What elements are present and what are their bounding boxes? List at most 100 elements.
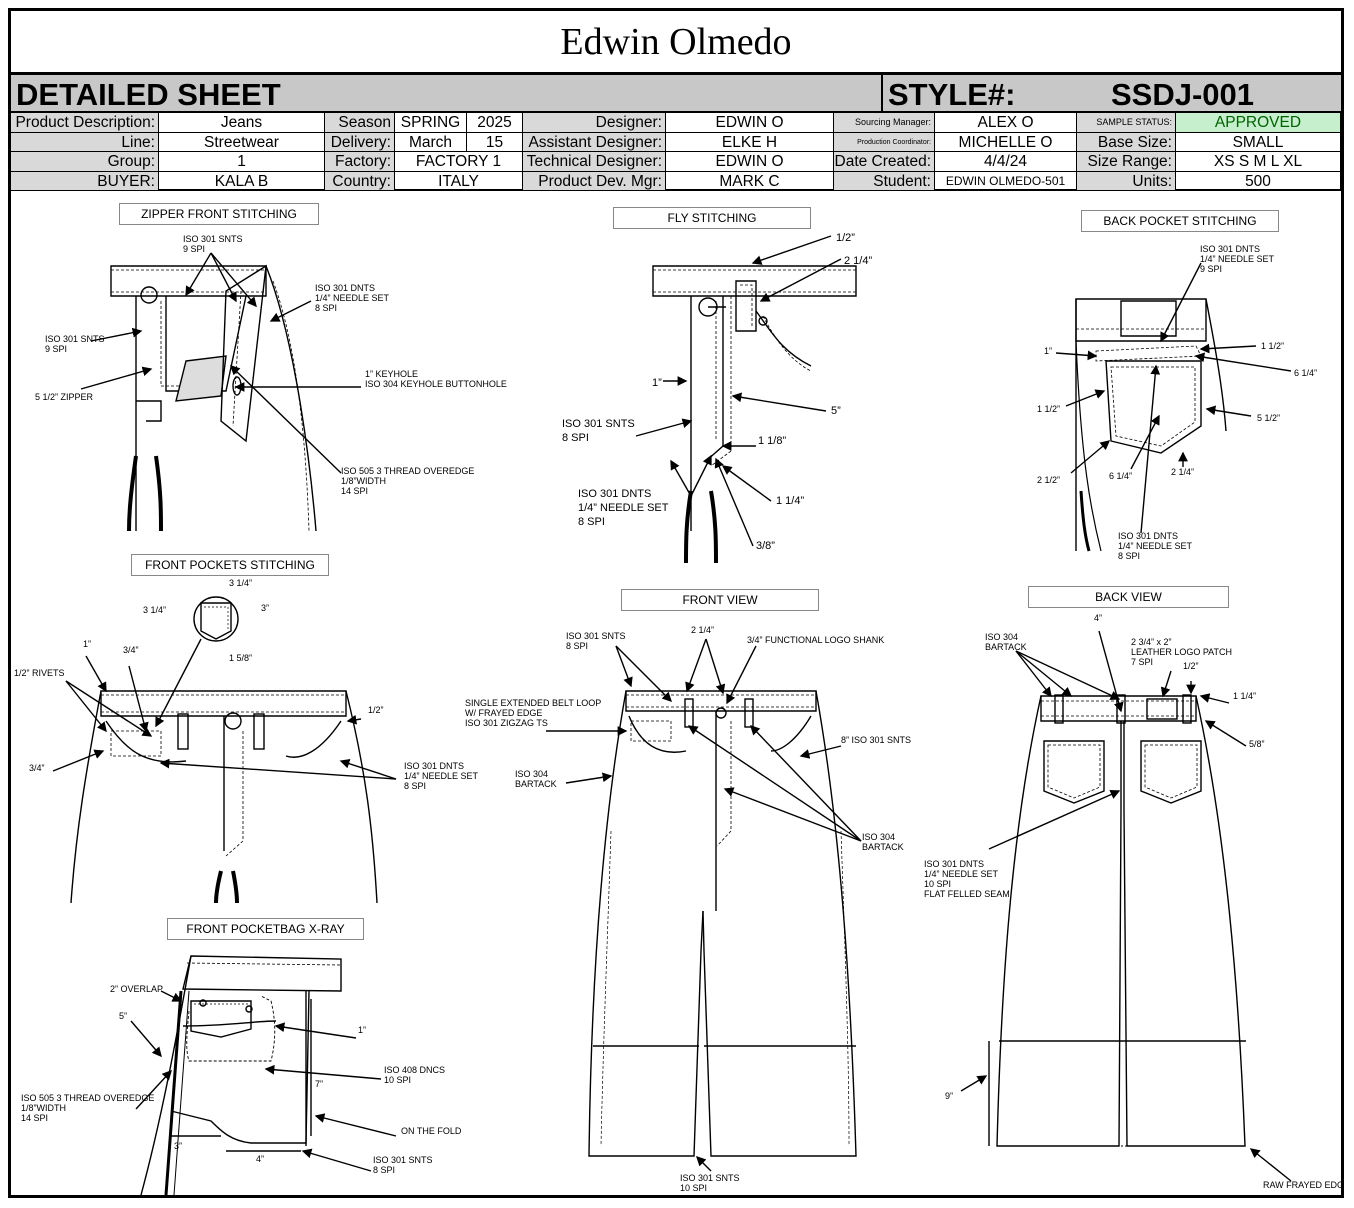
value-season-year: 2025 <box>467 113 523 133</box>
note-back-view: RAW FRAYED EDGE <box>1263 1180 1344 1190</box>
value-product-description: Jeans <box>159 113 325 133</box>
note-back-pocket: 2 1/4” <box>1171 467 1195 477</box>
note-back-view: 2 3/4” x 2” LEATHER LOGO PATCH 7 SPI <box>1131 637 1233 667</box>
note-fly: 1/2” <box>836 232 855 244</box>
note-back-pocket: 1 1/2” <box>1037 404 1061 414</box>
note-zipper: ISO 301 DNTS 1/4” NEEDLE SET 8 SPI <box>315 283 390 313</box>
designer-name: Edwin Olmedo <box>560 20 792 63</box>
back-view-drawing <box>960 630 1292 1182</box>
panel-title-pocketbag: FRONT POCKETBAG X-RAY <box>167 918 364 940</box>
panel-title-back-view: BACK VIEW <box>1028 586 1229 608</box>
value-delivery-month: March <box>395 132 467 152</box>
note-fly: 1” <box>652 377 662 389</box>
label-sample-status: SAMPLE STATUS: <box>1077 113 1176 133</box>
note-front-view: SINGLE EXTENDED BELT LOOP W/ FRAYED EDGE… <box>465 698 602 728</box>
note-pocketbag: ISO 408 DNCS 10 SPI <box>384 1065 446 1085</box>
note-pocketbag: 3” <box>174 1141 183 1151</box>
note-pocketbag: 4” <box>256 1154 265 1164</box>
note-pocketbag: ISO 301 SNTS 8 SPI <box>373 1155 433 1175</box>
panel-title-front-view: FRONT VIEW <box>621 589 819 611</box>
value-sample-status: APPROVED <box>1176 113 1341 133</box>
value-sourcing-manager: ALEX O <box>935 113 1077 133</box>
note-back-view: 5/8” <box>1249 739 1265 749</box>
note-front-view: 3/4” FUNCTIONAL LOGO SHANK <box>747 635 885 645</box>
title-bar: DETAILED SHEET STYLE#: SSDJ-001 <box>11 75 1341 113</box>
note-front-view: 2 1/4” <box>691 625 715 635</box>
note-fly: 3/8” <box>756 540 775 552</box>
note-front-pockets: ISO 301 DNTS 1/4” NEEDLE SET 8 SPI <box>404 761 479 791</box>
style-label: STYLE#: <box>888 77 1016 112</box>
label-product-description: Product Description: <box>11 113 159 133</box>
note-pocketbag: 7” <box>315 1079 324 1089</box>
technical-drawings-area: ZIPPER FRONT STITCHING FLY STITCHING BAC… <box>11 191 1341 1195</box>
fly-stitching-drawing <box>635 235 857 564</box>
value-assistant-designer: ELKE H <box>666 132 834 152</box>
note-front-pockets: 3” <box>261 603 270 613</box>
note-front-pockets: 1 5/8” <box>229 653 253 663</box>
note-back-view: 9” <box>945 1091 954 1101</box>
label-production-coordinator: Production Coordinator: <box>834 132 935 152</box>
note-back-view: ISO 301 DNTS 1/4” NEEDLE SET 10 SPI FLAT… <box>924 859 1010 899</box>
info-table: Product Description: Jeans Season SPRING… <box>11 113 1341 191</box>
note-front-pockets: 1” <box>83 639 92 649</box>
note-fly: ISO 301 DNTS 1/4” NEEDLE SET 8 SPI <box>578 488 669 528</box>
note-front-pockets: 3 1/4” <box>143 605 167 615</box>
panel-title-fly: FLY STITCHING <box>613 207 811 229</box>
note-pocketbag: 1” <box>358 1025 367 1035</box>
value-production-coordinator: MICHELLE O <box>935 132 1077 152</box>
panel-title-front-pockets: FRONT POCKETS STITCHING <box>131 554 329 576</box>
sheet-title: DETAILED SHEET <box>16 77 281 112</box>
label-assistant-designer: Assistant Designer: <box>523 132 666 152</box>
note-pocketbag: 5” <box>119 1011 128 1021</box>
value-product-dev-mgr: MARK C <box>666 171 834 191</box>
label-base-size: Base Size: <box>1077 132 1176 152</box>
tech-pack-sheet: Edwin Olmedo DETAILED SHEET STYLE#: SSDJ… <box>8 8 1344 1198</box>
label-line: Line: <box>11 132 159 152</box>
back-pocket-drawing <box>1055 262 1292 552</box>
note-front-view: ISO 304 BARTACK <box>862 832 904 852</box>
panel-title-back-pocket: BACK POCKET STITCHING <box>1081 210 1279 232</box>
note-pocketbag: 2” OVERLAP <box>110 984 164 994</box>
info-row-3: Group: 1 Factory: FACTORY 1 Technical De… <box>11 152 1341 172</box>
label-units: Units: <box>1077 171 1176 191</box>
label-sourcing-manager: Sourcing Manager: <box>834 113 935 133</box>
panel-title-zipper: ZIPPER FRONT STITCHING <box>119 203 319 225</box>
value-units: 500 <box>1176 171 1341 191</box>
note-front-view: ISO 301 SNTS 8 SPI <box>566 631 626 651</box>
note-back-pocket: ISO 301 DNTS 1/4” NEEDLE SET 8 SPI <box>1118 531 1193 561</box>
zipper-front-drawing <box>80 252 361 532</box>
note-front-view: 8” ISO 301 SNTS <box>841 735 912 745</box>
note-pocketbag: ON THE FOLD <box>401 1126 462 1136</box>
value-technical-designer: EDWIN O <box>666 152 834 172</box>
value-date-created: 4/4/24 <box>935 152 1077 172</box>
value-buyer: KALA B <box>159 171 325 191</box>
note-fly: 5” <box>831 405 841 417</box>
note-back-pocket: 6 1/4” <box>1109 471 1133 481</box>
label-group: Group: <box>11 152 159 172</box>
note-fly: 2 1/4” <box>844 255 873 267</box>
note-pocketbag: ISO 505 3 THREAD OVEREDGE 1/8”WIDTH 14 S… <box>21 1093 155 1123</box>
note-fly: 1 1/4” <box>776 495 805 507</box>
label-designer: Designer: <box>523 113 666 133</box>
label-country: Country: <box>325 171 395 191</box>
info-row-4: BUYER: KALA B Country: ITALY Product Dev… <box>11 171 1341 191</box>
designer-name-header: Edwin Olmedo <box>11 11 1341 75</box>
value-size-range: XS S M L XL <box>1176 152 1341 172</box>
info-row-2: Line: Streetwear Delivery: March 15 Assi… <box>11 132 1341 152</box>
value-country: ITALY <box>395 171 523 191</box>
value-student: EDWIN OLMEDO-501 <box>935 171 1077 191</box>
note-front-pockets: 3/4” <box>29 763 45 773</box>
note-fly: ISO 301 SNTS 8 SPI <box>562 418 635 444</box>
label-student: Student: <box>834 171 935 191</box>
note-back-pocket: 6 1/4” <box>1294 368 1318 378</box>
label-technical-designer: Technical Designer: <box>523 152 666 172</box>
value-group: 1 <box>159 152 325 172</box>
label-size-range: Size Range: <box>1077 152 1176 172</box>
value-line: Streetwear <box>159 132 325 152</box>
note-front-view: ISO 304 BARTACK <box>515 769 557 789</box>
pocketbag-xray-drawing <box>130 955 397 1195</box>
value-delivery-day: 15 <box>467 132 523 152</box>
style-number: SSDJ-001 <box>1111 77 1255 112</box>
garment-line-art <box>52 235 1292 1195</box>
front-view-drawing <box>546 638 862 1172</box>
